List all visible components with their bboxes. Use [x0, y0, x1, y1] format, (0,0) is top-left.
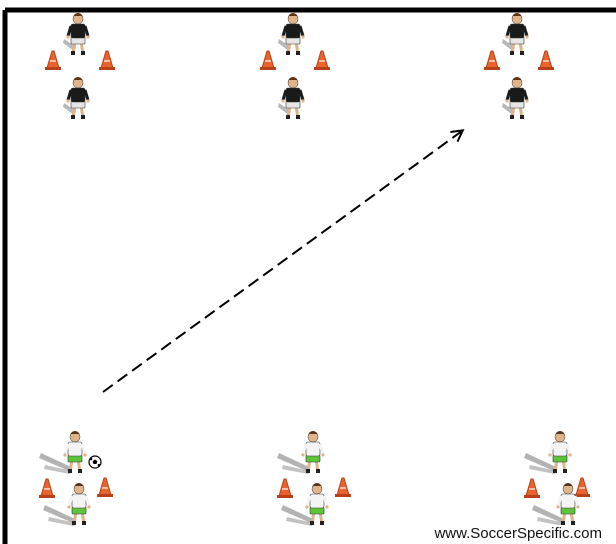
player-light-3-back: [532, 483, 580, 526]
run-arrow: [102, 131, 462, 393]
cone-bottom-1-left: [39, 478, 55, 498]
cone-bottom-1-right: [97, 477, 113, 497]
cone-top-3-left: [484, 50, 500, 70]
cone-bottom-3-left: [524, 478, 540, 498]
player-dark-2-back: [278, 77, 305, 119]
player-light-1-front: [39, 431, 87, 474]
player-light-1-back: [43, 483, 91, 526]
cone-bottom-3-right: [574, 477, 590, 497]
cone-top-1-left: [45, 50, 61, 70]
player-light-3-front: [524, 431, 572, 474]
player-dark-1-back: [63, 77, 90, 119]
field-boundary: [2, 7, 616, 544]
player-light-2-front: [277, 431, 325, 474]
player-dark-1-front: [63, 13, 90, 55]
soccer-ball: [88, 455, 102, 469]
player-dark-3-front: [502, 13, 529, 55]
player-light-2-back: [281, 483, 329, 526]
cone-top-3-right: [538, 50, 554, 70]
player-dark-2-front: [278, 13, 305, 55]
watermark-text: www.SoccerSpecific.com: [428, 525, 606, 542]
cone-top-2-right: [314, 50, 330, 70]
cone-bottom-2-left: [277, 478, 293, 498]
cone-top-1-right: [99, 50, 115, 70]
cone-top-2-left: [260, 50, 276, 70]
cone-bottom-2-right: [335, 477, 351, 497]
player-dark-3-back: [502, 77, 529, 119]
